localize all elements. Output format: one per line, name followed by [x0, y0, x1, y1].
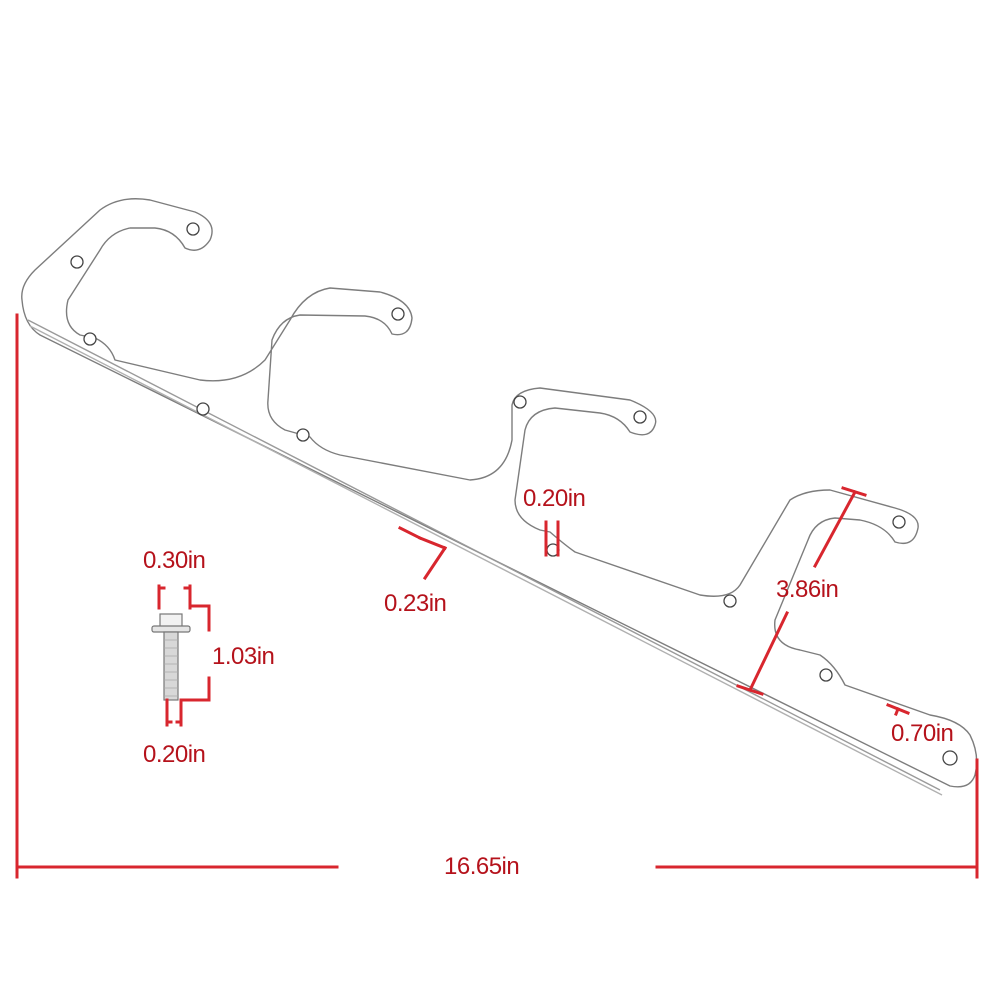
bracket-height-label: 3.86in — [776, 576, 839, 603]
hole-diameter-label: 0.20in — [523, 485, 586, 512]
bolt-length-label: 1.03in — [212, 643, 275, 670]
plate-thickness-label: 0.23in — [384, 590, 447, 617]
bracket-outline — [21, 198, 978, 796]
bolt-shank-diameter-label: 0.20in — [143, 741, 206, 768]
dimension-lines — [15, 313, 979, 879]
tab-width-label: 0.70in — [891, 720, 954, 747]
overall-length-label: 16.65in — [444, 853, 520, 880]
bolt-drawing — [151, 613, 191, 701]
bolt-head-width-label: 0.30in — [143, 547, 206, 574]
mounting-holes — [70, 222, 958, 766]
